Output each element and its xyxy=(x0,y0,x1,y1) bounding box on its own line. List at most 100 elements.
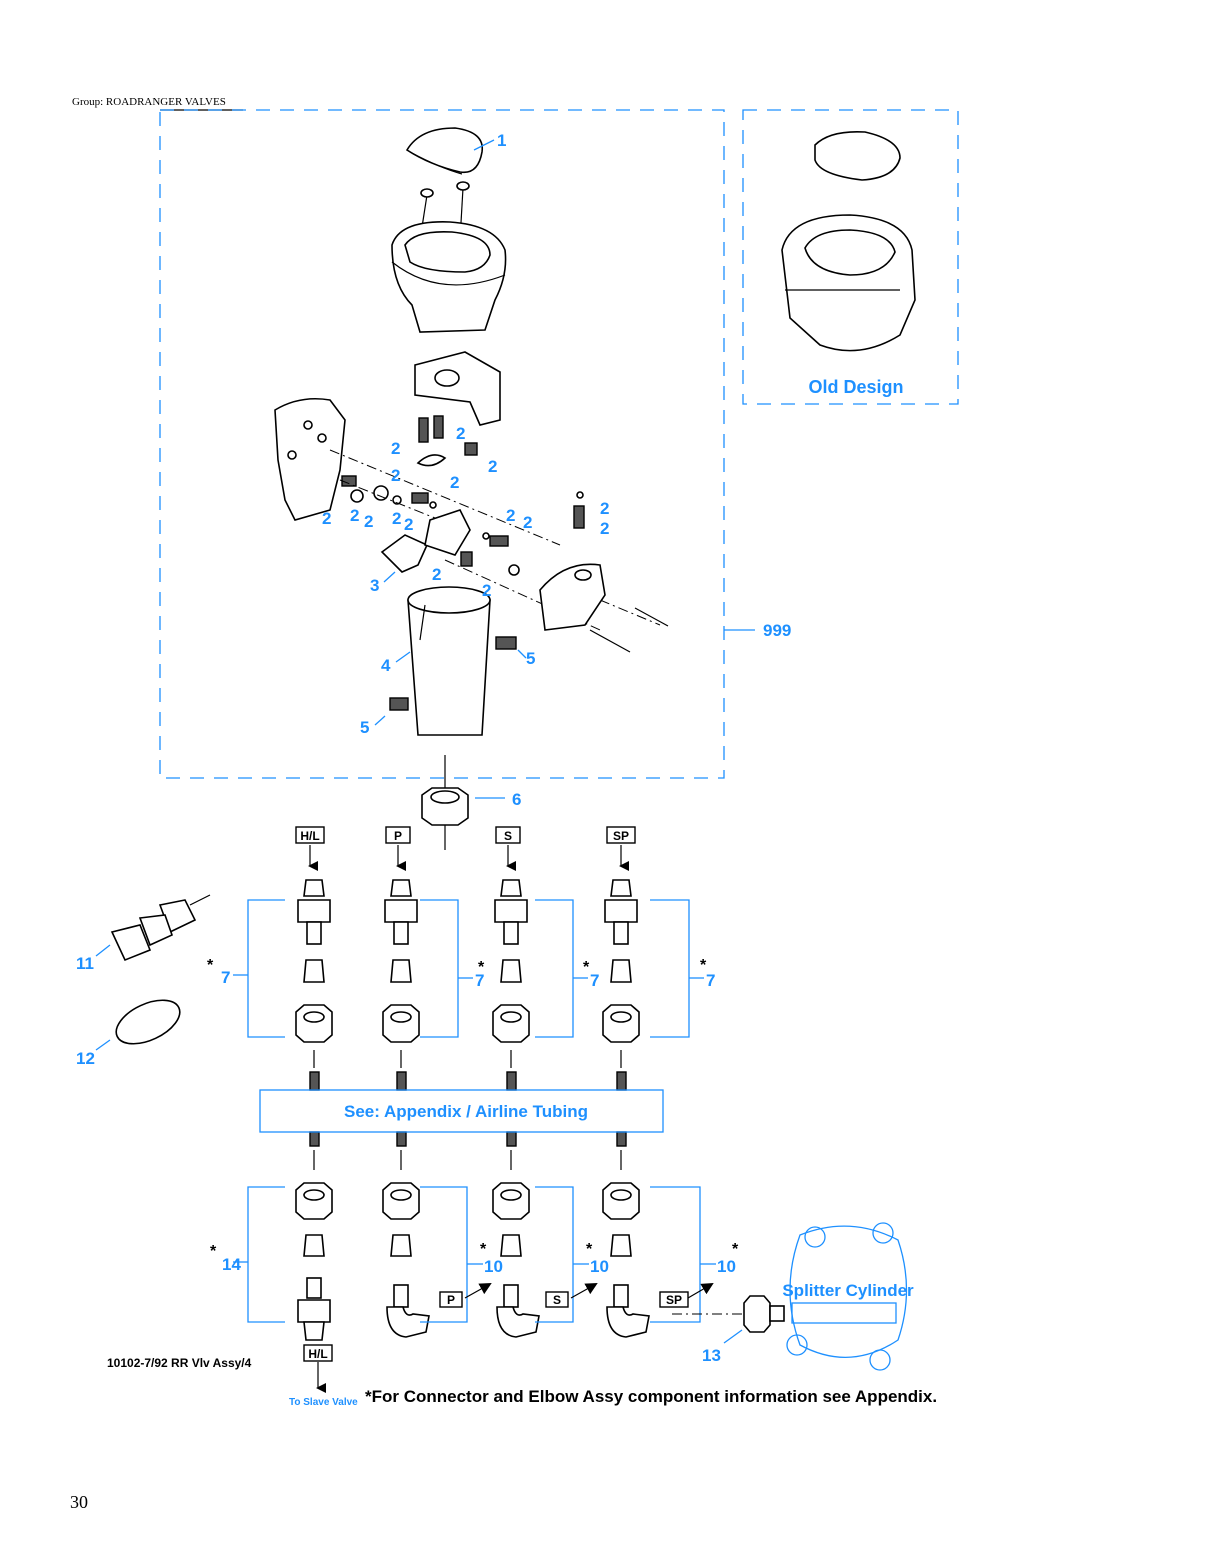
to-slave-valve-label: To Slave Valve xyxy=(289,1397,358,1408)
old-design-housing xyxy=(781,214,916,352)
bracket-10-14 xyxy=(233,1186,716,1323)
lower-stack-p xyxy=(382,1182,430,1338)
svg-text:S: S xyxy=(553,1293,561,1307)
set-screws xyxy=(389,636,517,711)
svg-text:2: 2 xyxy=(392,509,401,528)
callout-3: 3 xyxy=(370,576,379,595)
svg-text:P: P xyxy=(447,1293,455,1307)
appendix-reference-box xyxy=(259,1089,664,1133)
svg-text:*: * xyxy=(732,1241,739,1258)
lower-stack-hl xyxy=(295,1182,333,1341)
callout-1: 1 xyxy=(497,131,506,150)
lower-stack-sp xyxy=(602,1182,650,1338)
svg-text:2: 2 xyxy=(364,512,373,531)
port-tag-p-top: P xyxy=(385,826,411,844)
old-design-label: Old Design xyxy=(808,377,903,397)
svg-text:2: 2 xyxy=(404,515,413,534)
svg-text:2: 2 xyxy=(322,509,331,528)
callout-2-group: 2 2 2 2 2 2 2 2 2 2 2 2 2 2 2 2 xyxy=(322,424,609,600)
svg-text:H/L: H/L xyxy=(308,1347,327,1361)
jam-nut xyxy=(421,787,469,826)
svg-text:2: 2 xyxy=(506,506,515,525)
callout-5-upper: 5 xyxy=(526,649,535,668)
svg-text:P: P xyxy=(394,829,402,843)
port-tag-p-bottom: P xyxy=(439,1291,463,1308)
callout-7-d: 7 xyxy=(706,971,715,990)
callout-6: 6 xyxy=(512,790,521,809)
svg-text:*: * xyxy=(700,957,707,974)
svg-text:H/L: H/L xyxy=(300,829,319,843)
callout-10-a: 10 xyxy=(484,1257,503,1276)
svg-text:2: 2 xyxy=(391,466,400,485)
bracket-7 xyxy=(233,899,704,1038)
svg-text:2: 2 xyxy=(488,457,497,476)
svg-text:2: 2 xyxy=(350,506,359,525)
shift-lever-bracket xyxy=(380,509,471,573)
svg-text:S: S xyxy=(504,829,512,843)
svg-text:2: 2 xyxy=(432,565,441,584)
housing-screws xyxy=(589,607,669,653)
shift-housing-sleeve xyxy=(407,586,491,736)
valve-body-right xyxy=(539,563,606,631)
upper-shift-block xyxy=(414,351,501,426)
splitter-cylinder-label: Splitter Cylinder xyxy=(782,1281,914,1300)
svg-text:2: 2 xyxy=(391,439,400,458)
svg-text:2: 2 xyxy=(482,581,491,600)
svg-text:*: * xyxy=(586,1241,593,1258)
old-design-boundary xyxy=(742,109,959,405)
springs-and-balls xyxy=(341,415,585,576)
lower-connector-columns xyxy=(295,1182,650,1341)
knob-cover-insert xyxy=(405,127,484,175)
port-tag-hl-top: H/L xyxy=(295,826,325,844)
svg-text:*: * xyxy=(478,959,485,976)
header-group-label: Group: ROADRANGER VALVES xyxy=(72,96,226,108)
appendix-reference-text: See: Appendix / Airline Tubing xyxy=(344,1102,588,1121)
valve-assembly-boundary xyxy=(159,109,725,779)
splitter-cylinder xyxy=(786,1222,908,1371)
callout-10-b: 10 xyxy=(590,1257,609,1276)
svg-text:2: 2 xyxy=(523,513,532,532)
callout-11: 11 xyxy=(76,954,94,973)
tube-segment-sp xyxy=(616,1050,627,1170)
callout-10-c: 10 xyxy=(717,1257,736,1276)
tube-segment-s xyxy=(506,1050,517,1170)
connector-stack-s xyxy=(492,879,530,1043)
connector-stack-hl xyxy=(295,879,333,1043)
svg-text:2: 2 xyxy=(600,499,609,518)
shift-knob-housing xyxy=(391,221,507,333)
port-tag-s-top: S xyxy=(495,826,521,844)
callout-12: 12 xyxy=(76,1049,95,1068)
page-number: 30 xyxy=(70,1492,88,1512)
callout-7-c: 7 xyxy=(590,971,599,990)
svg-text:*: * xyxy=(480,1241,487,1258)
svg-text:*: * xyxy=(210,1243,217,1260)
connector-stack-p xyxy=(382,879,420,1043)
port-tag-s-bottom: S xyxy=(545,1291,569,1308)
tube-segment-hl xyxy=(309,1050,320,1170)
svg-text:SP: SP xyxy=(613,829,629,843)
svg-text:*: * xyxy=(207,957,214,974)
callout-14: 14 xyxy=(222,1255,241,1274)
connector-stack-sp xyxy=(602,879,640,1043)
footnote: *For Connector and Elbow Assy component … xyxy=(365,1387,937,1406)
port-tag-hl-bottom: H/L xyxy=(303,1344,333,1362)
lower-stack-s xyxy=(492,1182,540,1338)
callout-13: 13 xyxy=(702,1346,721,1365)
figure-reference: 10102-7/92 RR Vlv Assy/4 xyxy=(107,1356,252,1370)
union-connector xyxy=(110,894,211,962)
port-tag-sp-bottom: SP xyxy=(659,1291,689,1308)
svg-text:2: 2 xyxy=(456,424,465,443)
splitter-fitting xyxy=(743,1295,785,1333)
callout-4: 4 xyxy=(381,656,391,675)
callout-999: 999 xyxy=(763,621,791,640)
upper-connector-columns xyxy=(295,879,640,1043)
old-design-cap xyxy=(814,130,901,181)
callout-7-a: 7 xyxy=(221,968,230,987)
o-ring xyxy=(115,999,181,1045)
callout-5-lower: 5 xyxy=(360,718,369,737)
port-tag-sp-top: SP xyxy=(606,826,636,844)
tube-segment-p xyxy=(396,1050,407,1170)
valve-body-left xyxy=(274,397,346,521)
svg-text:SP: SP xyxy=(666,1293,682,1307)
svg-text:*: * xyxy=(583,959,590,976)
